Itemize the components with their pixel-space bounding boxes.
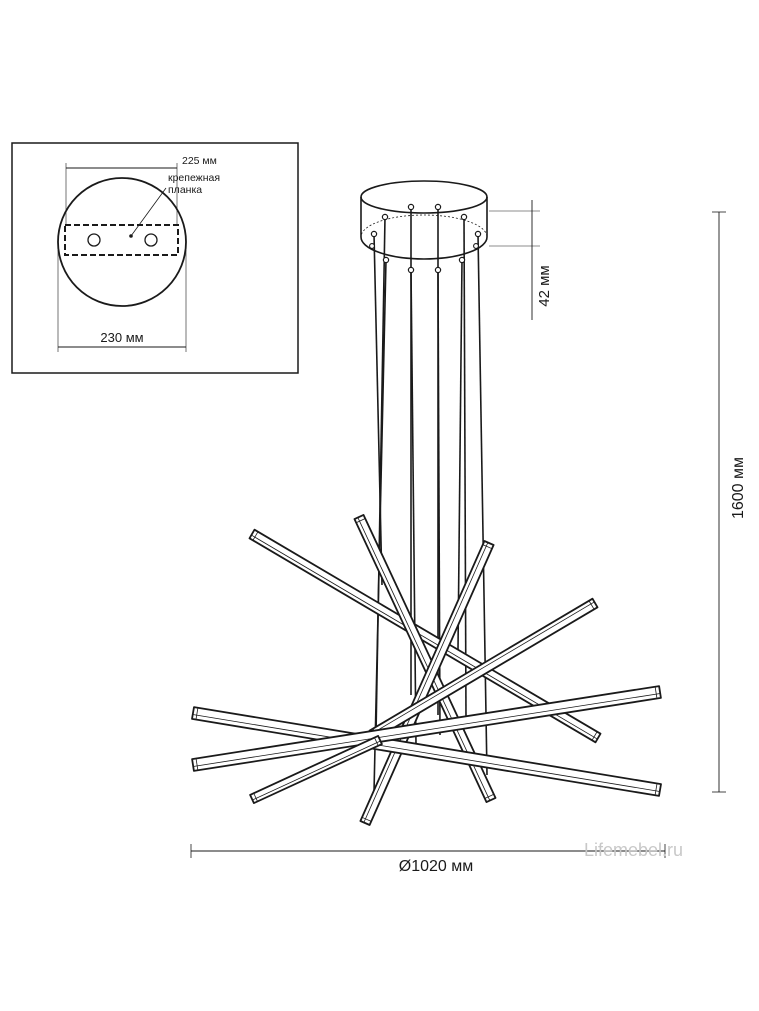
cable-anchor-2 xyxy=(473,243,479,249)
watermark: Lifemebel.ru xyxy=(584,840,683,860)
light-bar-5 xyxy=(191,706,662,797)
label-225: 225 мм xyxy=(182,155,217,167)
label-1020: Ø1020 мм xyxy=(399,858,473,875)
light-bar-7 xyxy=(249,735,383,804)
label-230: 230 мм xyxy=(100,330,143,345)
canopy-top-view xyxy=(57,177,187,307)
plate-leader xyxy=(130,187,167,237)
cable-anchor-1 xyxy=(369,243,375,249)
mounting-hole-left xyxy=(87,233,101,247)
dim-42: 42 мм xyxy=(489,200,553,320)
mounting-plate xyxy=(64,224,179,256)
label-1600: 1600 мм xyxy=(730,457,747,519)
cable-4 xyxy=(460,213,468,721)
inset-frame xyxy=(11,142,299,374)
canopy-body xyxy=(360,197,488,260)
cable-6 xyxy=(474,230,488,776)
plate-label-2: планка xyxy=(168,184,202,196)
cable-7 xyxy=(373,256,390,793)
light-bar-3 xyxy=(359,540,495,826)
plate-label-1: крепежная xyxy=(168,172,220,184)
suspension-cables xyxy=(369,203,488,793)
inset-panel: 225 мм крепежная планка 230 мм xyxy=(11,142,299,374)
dim-1020: Ø1020 мм xyxy=(190,844,666,875)
canopy xyxy=(360,180,488,260)
dim-1600: 1600 мм xyxy=(712,211,747,793)
cable-8 xyxy=(457,256,466,651)
mounting-hole-right xyxy=(144,233,158,247)
cable-9 xyxy=(407,266,417,746)
light-bar-6 xyxy=(191,685,662,772)
light-bars xyxy=(191,514,662,826)
label-42: 42 мм xyxy=(536,265,553,306)
canopy-top xyxy=(360,180,488,214)
